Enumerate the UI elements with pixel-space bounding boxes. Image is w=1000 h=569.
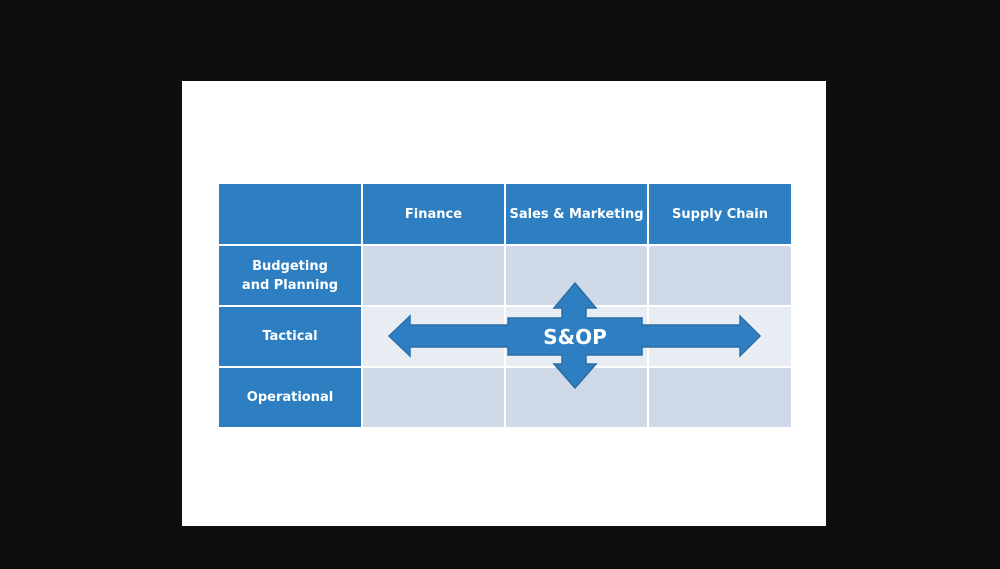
row-header-budgeting-planning: Budgeting and Planning [219,246,361,305]
table-cell [363,368,504,427]
sop-label: S&OP [543,324,607,349]
table-cell [649,246,791,305]
table-cell [506,246,647,305]
row-header-operational: Operational [219,368,361,427]
header-corner-cell [219,184,361,244]
table-cell [649,368,791,427]
column-header-supply-chain: Supply Chain [649,184,791,244]
table-cell [363,246,504,305]
row-header-tactical: Tactical [219,307,361,366]
table-cell [363,307,504,366]
table-cell [649,307,791,366]
column-header-finance: Finance [363,184,504,244]
column-header-sales-marketing: Sales & Marketing [506,184,647,244]
table-cell [506,368,647,427]
